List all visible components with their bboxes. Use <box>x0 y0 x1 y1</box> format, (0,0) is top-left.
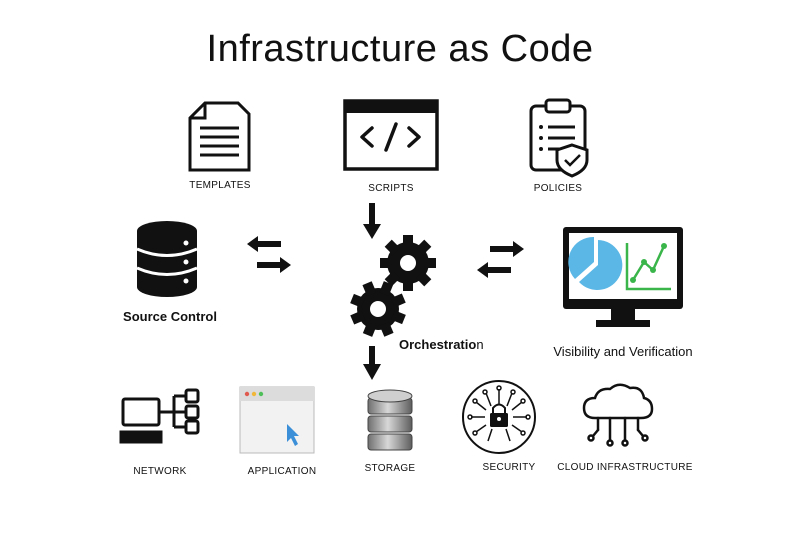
clipboard-shield-icon <box>529 98 589 178</box>
templates-label: TEMPLATES <box>189 180 251 191</box>
arrow-down-bottom <box>363 346 381 380</box>
code-window-icon <box>343 99 439 171</box>
scripts-label: SCRIPTS <box>368 183 414 194</box>
cloud-network-icon <box>582 383 654 447</box>
database-icon <box>136 221 198 297</box>
cloud-infrastructure-label: CLOUD INFRASTRUCTURE <box>557 462 693 473</box>
storage-icon <box>367 389 413 451</box>
source-control-label: Source Control <box>123 309 217 324</box>
orchestration-label: Orchestration <box>399 337 519 352</box>
application-label: APPLICATION <box>247 466 317 477</box>
sync-arrows-right <box>477 241 524 278</box>
diagram-title: Infrastructure as Code <box>206 28 594 70</box>
storage-label: STORAGE <box>364 463 416 474</box>
visibility-label: Visibility and Verification <box>553 344 693 359</box>
arrow-down-top <box>363 203 381 239</box>
orchestration-label-tail: n <box>476 337 484 352</box>
network-label: NETWORK <box>133 466 187 477</box>
policies-label: POLICIES <box>533 183 583 194</box>
gears-icon <box>350 235 436 337</box>
network-icon <box>119 388 200 444</box>
document-icon <box>188 101 251 172</box>
sync-arrows-left <box>247 236 291 273</box>
security-lock-icon <box>462 380 536 454</box>
application-window-icon <box>239 386 315 454</box>
security-label: SECURITY <box>482 462 536 473</box>
orchestration-label-main: Orchestratio <box>399 337 477 352</box>
monitor-chart-icon <box>563 227 683 327</box>
